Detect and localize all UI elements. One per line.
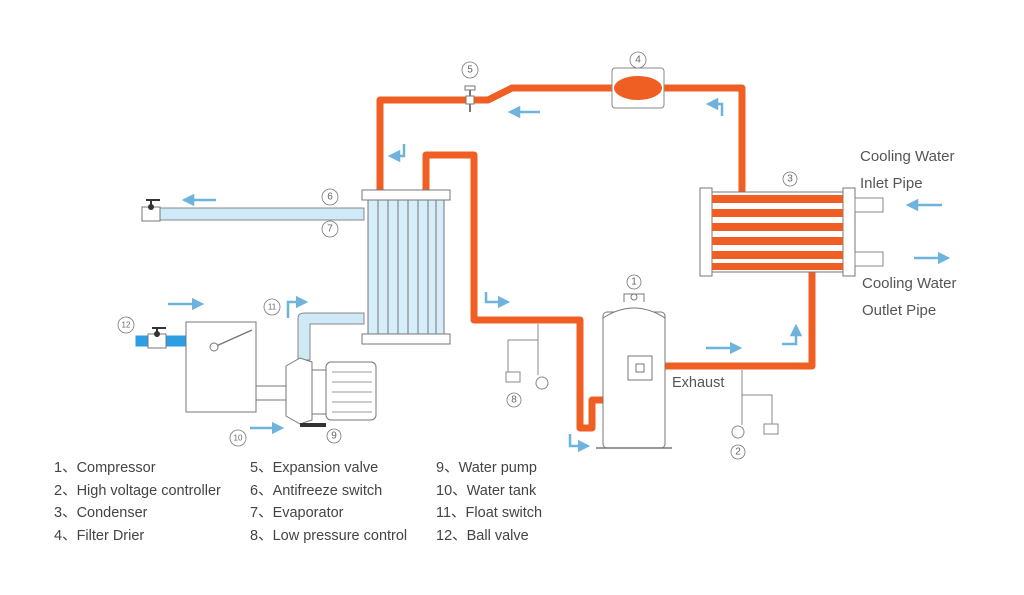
ball-valve-lower	[147, 327, 167, 349]
water-tank	[185, 321, 287, 413]
flow-arrows	[168, 97, 951, 453]
pipe-drier-to-condenser	[658, 84, 746, 196]
marker-8	[506, 392, 522, 408]
condenser-tubes	[712, 195, 843, 270]
expansion-valve	[464, 85, 476, 112]
marker-5-number: 5	[467, 65, 473, 76]
evaporator	[361, 189, 451, 345]
legend-item: 4、Filter Drier	[54, 527, 145, 544]
marker-7-number: 7	[327, 224, 333, 235]
marker-2	[730, 444, 746, 460]
legend-column-3: 9、Water pump 10、Water tank 11、Float swit…	[436, 457, 542, 547]
evaporator-bottom-cap	[361, 333, 451, 345]
legend-item: 10、Water tank	[436, 482, 537, 499]
filter-drier	[611, 67, 665, 109]
legend-item: 9、Water pump	[436, 460, 537, 476]
pump-outlet-pipe	[297, 312, 365, 361]
marker-8-number: 8	[511, 395, 517, 406]
float-switch-arm	[213, 329, 253, 348]
exhaust-label: Exhaust	[672, 375, 724, 391]
antifreeze-water-pipe	[159, 207, 365, 221]
ball-valve-upper	[141, 199, 161, 222]
flow-arrow	[568, 434, 591, 453]
cooling-water-inlet-stub	[854, 197, 884, 213]
marker-4	[629, 51, 647, 69]
flow-arrow	[286, 295, 309, 318]
cooling-water-inlet-label-line2: Inlet Pipe	[860, 175, 923, 192]
water-pump	[285, 357, 377, 427]
legend-item: 2、High voltage controller	[54, 482, 221, 499]
compressor	[596, 293, 672, 449]
component-markers	[117, 51, 798, 460]
marker-1-number: 1	[631, 277, 637, 288]
cooling-water-outlet-label-line1: Cooling Water	[862, 275, 956, 292]
legend-column-1: 1、Compressor 2、High voltage controller 3…	[54, 457, 221, 547]
flow-arrow	[387, 144, 406, 163]
marker-1	[626, 274, 642, 290]
legend-item: 8、Low pressure control	[250, 527, 408, 544]
marker-6-number: 6	[327, 192, 333, 203]
marker-12	[117, 316, 135, 334]
marker-5	[461, 61, 479, 79]
tank-outlet-pipe	[255, 385, 287, 401]
marker-11-number: 11	[268, 303, 277, 312]
legend-item: 1、Compressor	[54, 460, 156, 476]
marker-9	[326, 428, 342, 444]
flow-arrow	[484, 292, 511, 309]
cooling-water-inlet-label-line1: Cooling Water	[860, 148, 954, 165]
legend-item: 11、Float switch	[436, 505, 543, 522]
marker-2-number: 2	[735, 447, 741, 458]
flow-arrow	[705, 97, 724, 116]
condenser	[699, 187, 884, 277]
high-voltage-controller	[731, 370, 779, 439]
legend-item: 5、Expansion valve	[250, 460, 379, 476]
condenser-body	[711, 191, 844, 273]
pipe-evaporator-to-compressor	[422, 151, 607, 432]
pipe-evaporator-to-drier	[376, 84, 618, 199]
marker-11	[263, 298, 281, 316]
marker-9-number: 9	[331, 431, 337, 442]
condenser-right-cap	[842, 187, 856, 277]
marker-7	[321, 220, 339, 238]
cooling-water-outlet-stub	[854, 251, 884, 267]
evaporator-top-cap	[361, 189, 451, 201]
refrigerant-piping	[376, 84, 816, 432]
condenser-left-cap	[699, 187, 713, 277]
marker-4-number: 4	[635, 55, 641, 66]
legend-item: 3、Condenser	[54, 505, 148, 522]
marker-3-number: 3	[787, 174, 793, 185]
marker-10	[229, 429, 247, 447]
legend-item: 7、Evaporator	[250, 505, 344, 522]
legend-item: 6、Antifreeze switch	[250, 482, 383, 499]
marker-3	[782, 171, 798, 187]
cooling-water-outlet-label-line2: Outlet Pipe	[862, 302, 936, 319]
float-switch-ball	[209, 342, 219, 352]
evaporator-tubes	[377, 200, 437, 334]
marker-6	[321, 188, 339, 206]
flow-arrow	[782, 323, 803, 346]
legend-item: 12、Ball valve	[436, 527, 529, 544]
marker-12-number: 12	[122, 321, 131, 330]
marker-10-number: 10	[234, 434, 243, 443]
evaporator-body	[367, 199, 445, 335]
legend-column-2: 5、Expansion valve 6、Antifreeze switch 7、…	[250, 457, 407, 547]
pipe-condenser-to-compressor	[658, 258, 816, 370]
low-pressure-control	[505, 324, 549, 390]
